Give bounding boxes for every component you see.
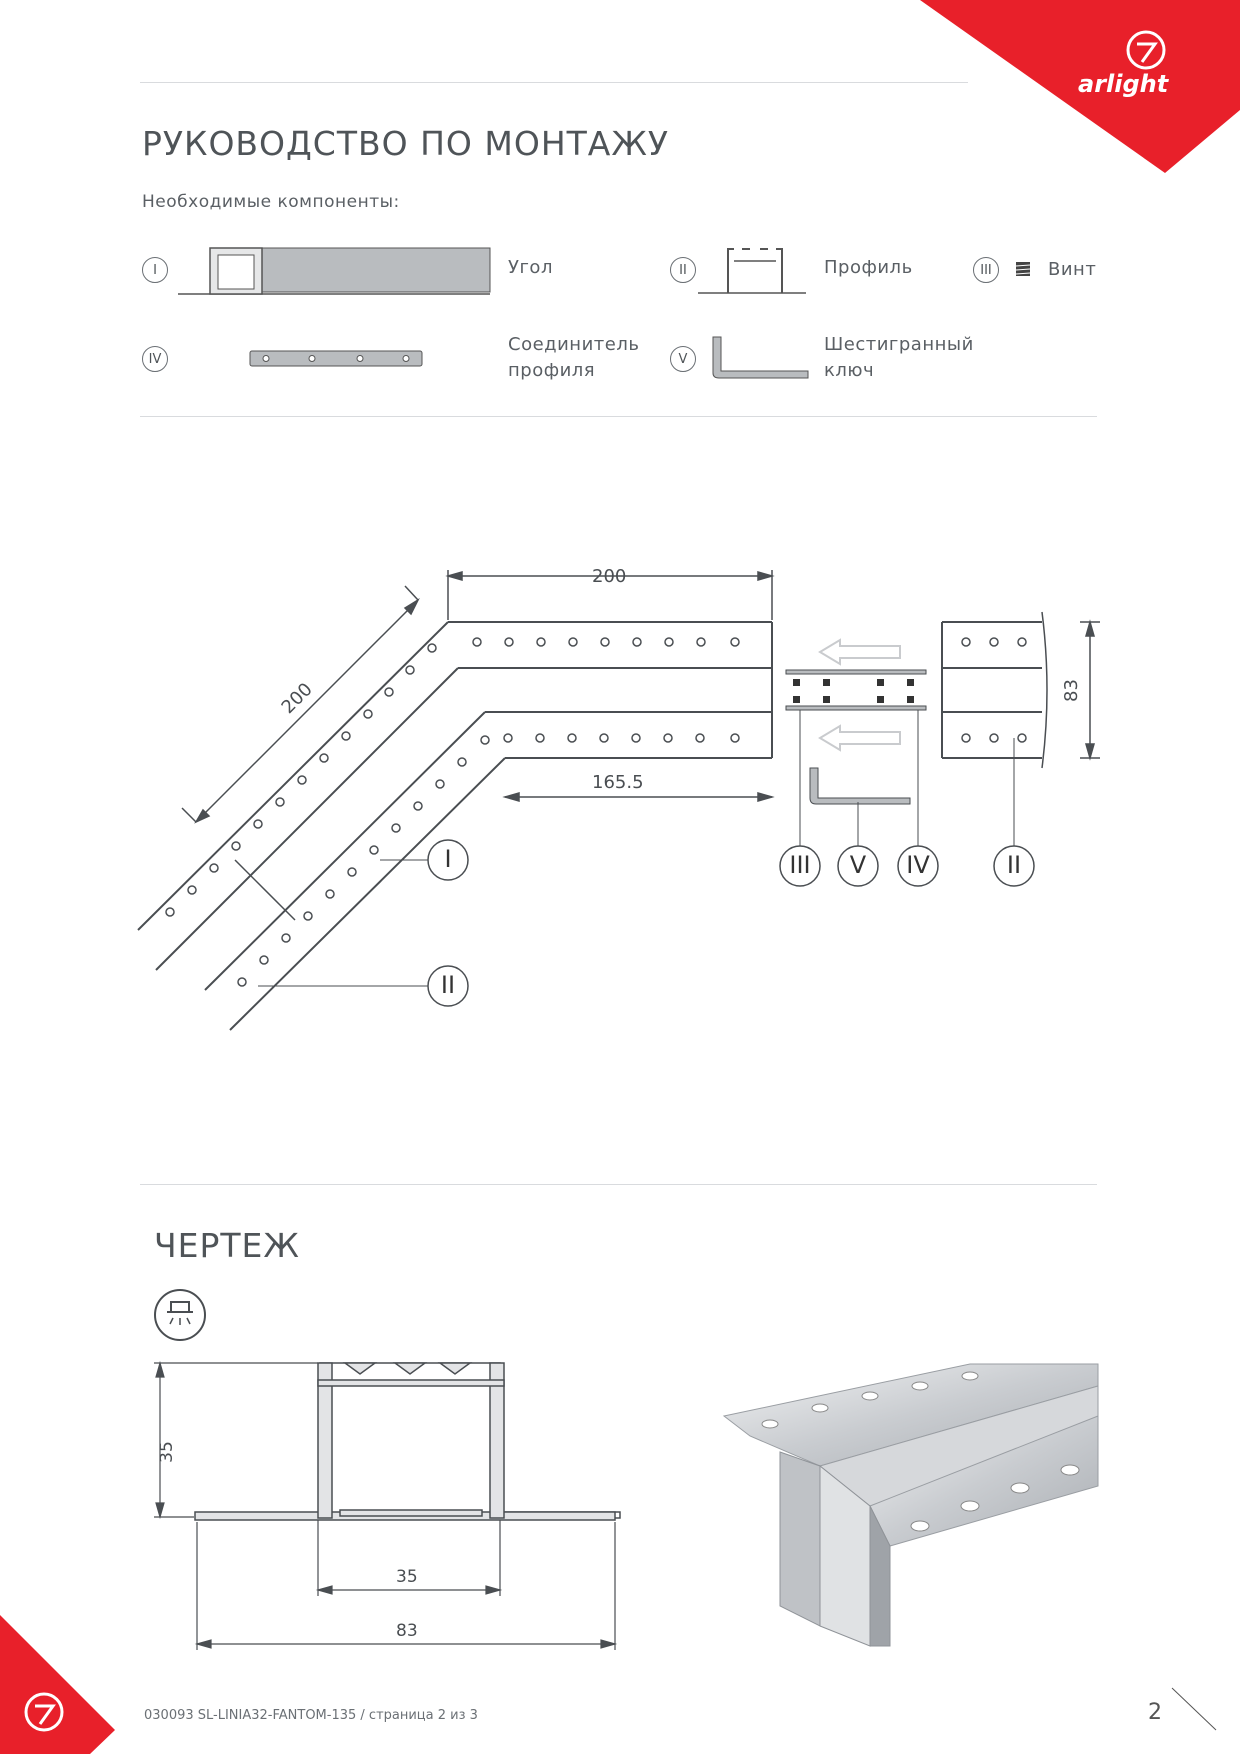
component-label: Соединитель профиля	[508, 334, 640, 381]
component-label: Шестигранный ключ	[824, 334, 974, 381]
recessed-lamp-icon	[154, 1289, 206, 1341]
dim-label: 35	[396, 1567, 418, 1587]
profile-part-icon	[698, 248, 806, 294]
dim-label: 83	[396, 1621, 418, 1641]
profile-render-image	[722, 1363, 1099, 1647]
profile-cross-section	[154, 1360, 621, 1650]
page-corner-line	[1171, 1687, 1217, 1731]
callout-numeral: I	[444, 845, 452, 873]
brand-logo-text: arlight	[1078, 70, 1169, 98]
screw-icon	[1015, 262, 1031, 276]
hex-key-icon	[809, 767, 911, 805]
callout-numeral: III	[789, 851, 811, 879]
connector-plates	[785, 669, 927, 711]
top-rule	[140, 82, 968, 83]
corner-part-icon	[178, 247, 491, 295]
callout-numeral: II	[440, 971, 456, 999]
dim-label: 165.5	[592, 772, 644, 793]
component-label: Угол	[508, 257, 553, 278]
section-rule	[140, 1184, 1097, 1185]
brand-logo-icon	[1126, 30, 1166, 70]
numeral-badge: V	[670, 346, 696, 372]
section-rule	[140, 416, 1097, 417]
dim-label: 83	[1060, 679, 1082, 702]
connector-part-icon	[249, 350, 423, 367]
page-title: РУКОВОДСТВО ПО МОНТАЖУ	[142, 124, 670, 163]
dim-label: 200	[592, 566, 627, 587]
drawing-title: ЧЕРТЕЖ	[154, 1226, 300, 1265]
numeral-badge: IV	[142, 346, 168, 372]
components-subtitle: Необходимые компоненты:	[142, 192, 400, 212]
brand-corner	[920, 0, 1240, 173]
brand-logo-icon	[24, 1692, 64, 1732]
dim-label: 35	[156, 1441, 177, 1463]
callout-numeral: IV	[906, 851, 930, 879]
numeral-badge: III	[973, 257, 999, 283]
page-number: 2	[1148, 1700, 1162, 1725]
numeral-badge: I	[142, 257, 168, 283]
component-label: Профиль	[824, 257, 913, 278]
direction-arrow-icon	[818, 638, 901, 752]
brand-corner-bottom	[0, 1615, 115, 1754]
callout-numeral: V	[849, 851, 867, 879]
assembly-diagram	[137, 570, 1100, 1031]
numeral-badge: II	[670, 257, 696, 283]
callout-numeral: II	[1006, 851, 1022, 879]
hole-row	[165, 637, 1027, 987]
component-label: Винт	[1048, 259, 1097, 280]
footer-doc: 030093 SL-LINIA32-FANTOM-135 / страница …	[144, 1708, 478, 1723]
hex-key-icon	[712, 336, 809, 379]
